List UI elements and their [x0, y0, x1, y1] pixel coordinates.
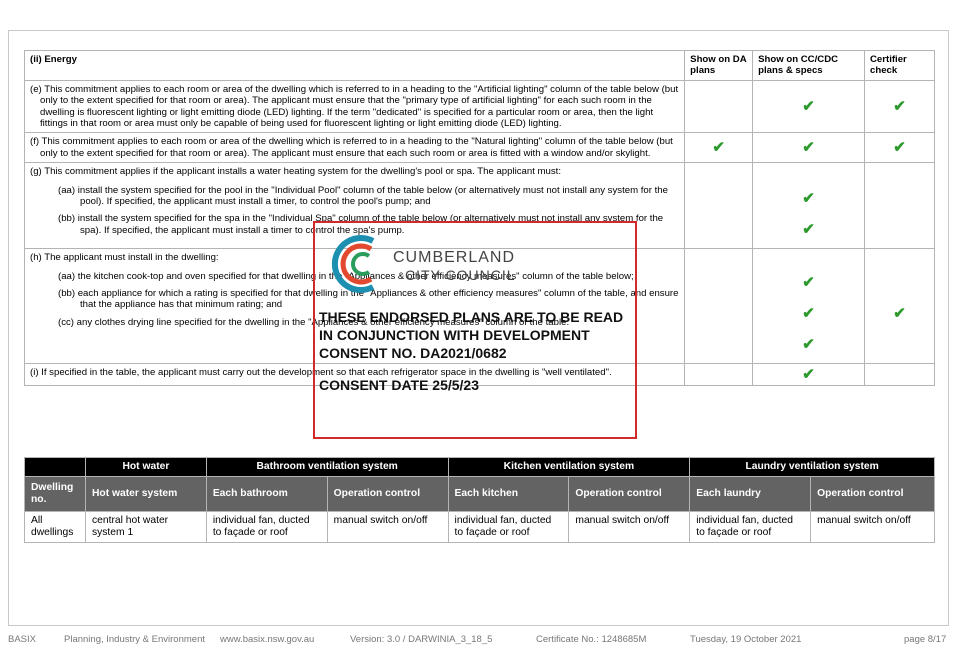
footer-certificate: Certificate No.: 1248685M — [536, 634, 647, 645]
stamp-line1: THESE ENDORSED PLANS ARE TO BE READ — [319, 309, 624, 325]
energy-header-row: (ii) Energy Show on DA plans Show on CC/… — [23, 50, 935, 81]
cell-hot-water: central hot water system 1 — [84, 511, 207, 543]
col-show-da: Show on DA plans — [684, 50, 754, 81]
footer-site: www.basix.nsw.gov.au — [220, 634, 315, 645]
energy-commitments-table: (ii) Energy Show on DA plans Show on CC/… — [23, 50, 935, 387]
col-each-laundry: Each laundry — [689, 476, 812, 512]
page-footer: BASIX Planning, Industry & Environment w… — [8, 634, 949, 648]
check-icon: ✔ — [802, 336, 815, 354]
check-icon: ✔ — [802, 221, 815, 239]
group-kitchen: Kitchen ventilation system — [447, 457, 691, 477]
commitment-row-i: (i) If specified in the table, the appli… — [23, 363, 935, 387]
ventilation-table: Hot water Bathroom ventilation system Ki… — [24, 457, 935, 543]
col-show-cc: Show on CC/CDC plans & specs — [752, 50, 865, 81]
check-icon: ✔ — [802, 274, 815, 292]
col-dwelling-no: Dwelling no. — [24, 476, 86, 512]
col-bathroom-operation: Operation control — [326, 476, 449, 512]
cell-kitchen-op: manual switch on/off — [568, 511, 691, 543]
energy-heading: (ii) Energy — [23, 50, 686, 81]
commitment-g-bb: (bb) install the system specified for th… — [58, 213, 664, 236]
cell-bathroom-op: manual switch on/off — [326, 511, 449, 543]
commitment-g-aa: (aa) install the system specified for th… — [58, 184, 668, 208]
check-icon: ✔ — [802, 305, 815, 323]
commitment-f-text: (f) This commitment applies to each room… — [30, 136, 673, 159]
stamp-org-line2: CITY COUNCIL — [405, 267, 516, 283]
commitment-row-f: (f) This commitment applies to each room… — [23, 132, 935, 164]
check-icon: ✔ — [893, 139, 906, 157]
stamp-org-line1: CUMBERLAND — [393, 249, 516, 266]
commitment-h-bb: (bb) each appliance for which a rating i… — [58, 288, 679, 311]
col-each-kitchen: Each kitchen — [447, 476, 570, 512]
table-row: All dwellings central hot water system 1… — [24, 511, 935, 543]
council-endorsement-stamp: CUMBERLAND CITY COUNCIL THESE ENDORSED P… — [313, 221, 637, 439]
commitment-i-text: (i) If specified in the table, the appli… — [30, 367, 612, 379]
cell-kitchen: individual fan, ducted to façade or roof — [447, 511, 570, 543]
col-kitchen-operation: Operation control — [568, 476, 691, 512]
cell-dwelling: All dwellings — [24, 511, 86, 543]
footer-date: Tuesday, 19 October 2021 — [690, 634, 802, 645]
col-certifier: Certifier check — [864, 50, 935, 81]
cell-laundry-op: manual switch on/off — [810, 511, 935, 543]
stamp-consent-date: CONSENT DATE 25/5/23 — [319, 377, 480, 393]
commitment-g-lead: (g) This commitment applies if the appli… — [30, 166, 561, 178]
check-icon: ✔ — [712, 139, 725, 157]
check-icon: ✔ — [802, 98, 815, 116]
commitment-h-lead: (h) The applicant must install in the dw… — [30, 252, 219, 264]
ventilation-column-header: Dwelling no. Hot water system Each bathr… — [24, 476, 935, 512]
check-icon: ✔ — [802, 139, 815, 157]
check-icon: ✔ — [893, 305, 906, 323]
footer-dept: Planning, Industry & Environment — [64, 634, 205, 645]
check-icon: ✔ — [802, 190, 815, 208]
group-laundry: Laundry ventilation system — [689, 457, 935, 477]
commitment-row-g: (g) This commitment applies if the appli… — [23, 162, 935, 250]
council-logo-icon — [331, 235, 375, 293]
col-laundry-operation: Operation control — [810, 476, 935, 512]
commitment-row-e: (e) This commitment applies to each room… — [23, 79, 935, 134]
stamp-consent-number: CONSENT NO. DA2021/0682 — [319, 345, 507, 361]
cell-laundry: individual fan, ducted to façade or roof — [689, 511, 812, 543]
footer-page-number: page 8/17 — [904, 634, 947, 645]
commitment-e-text: (e) This commitment applies to each room… — [30, 83, 679, 130]
col-each-bathroom: Each bathroom — [205, 476, 328, 512]
footer-basix: BASIX — [8, 634, 36, 645]
check-icon: ✔ — [802, 366, 815, 384]
check-icon: ✔ — [893, 98, 906, 116]
col-hot-water-system: Hot water system — [84, 476, 207, 512]
group-bathroom: Bathroom ventilation system — [205, 457, 449, 477]
stamp-line2: IN CONJUNCTION WITH DEVELOPMENT — [319, 327, 590, 343]
ventilation-group-header: Hot water Bathroom ventilation system Ki… — [24, 457, 935, 477]
group-hot-water: Hot water — [84, 457, 207, 477]
cell-bathroom: individual fan, ducted to façade or roof — [205, 511, 328, 543]
footer-version: Version: 3.0 / DARWINIA_3_18_5 — [350, 634, 493, 645]
page-frame — [8, 30, 949, 626]
